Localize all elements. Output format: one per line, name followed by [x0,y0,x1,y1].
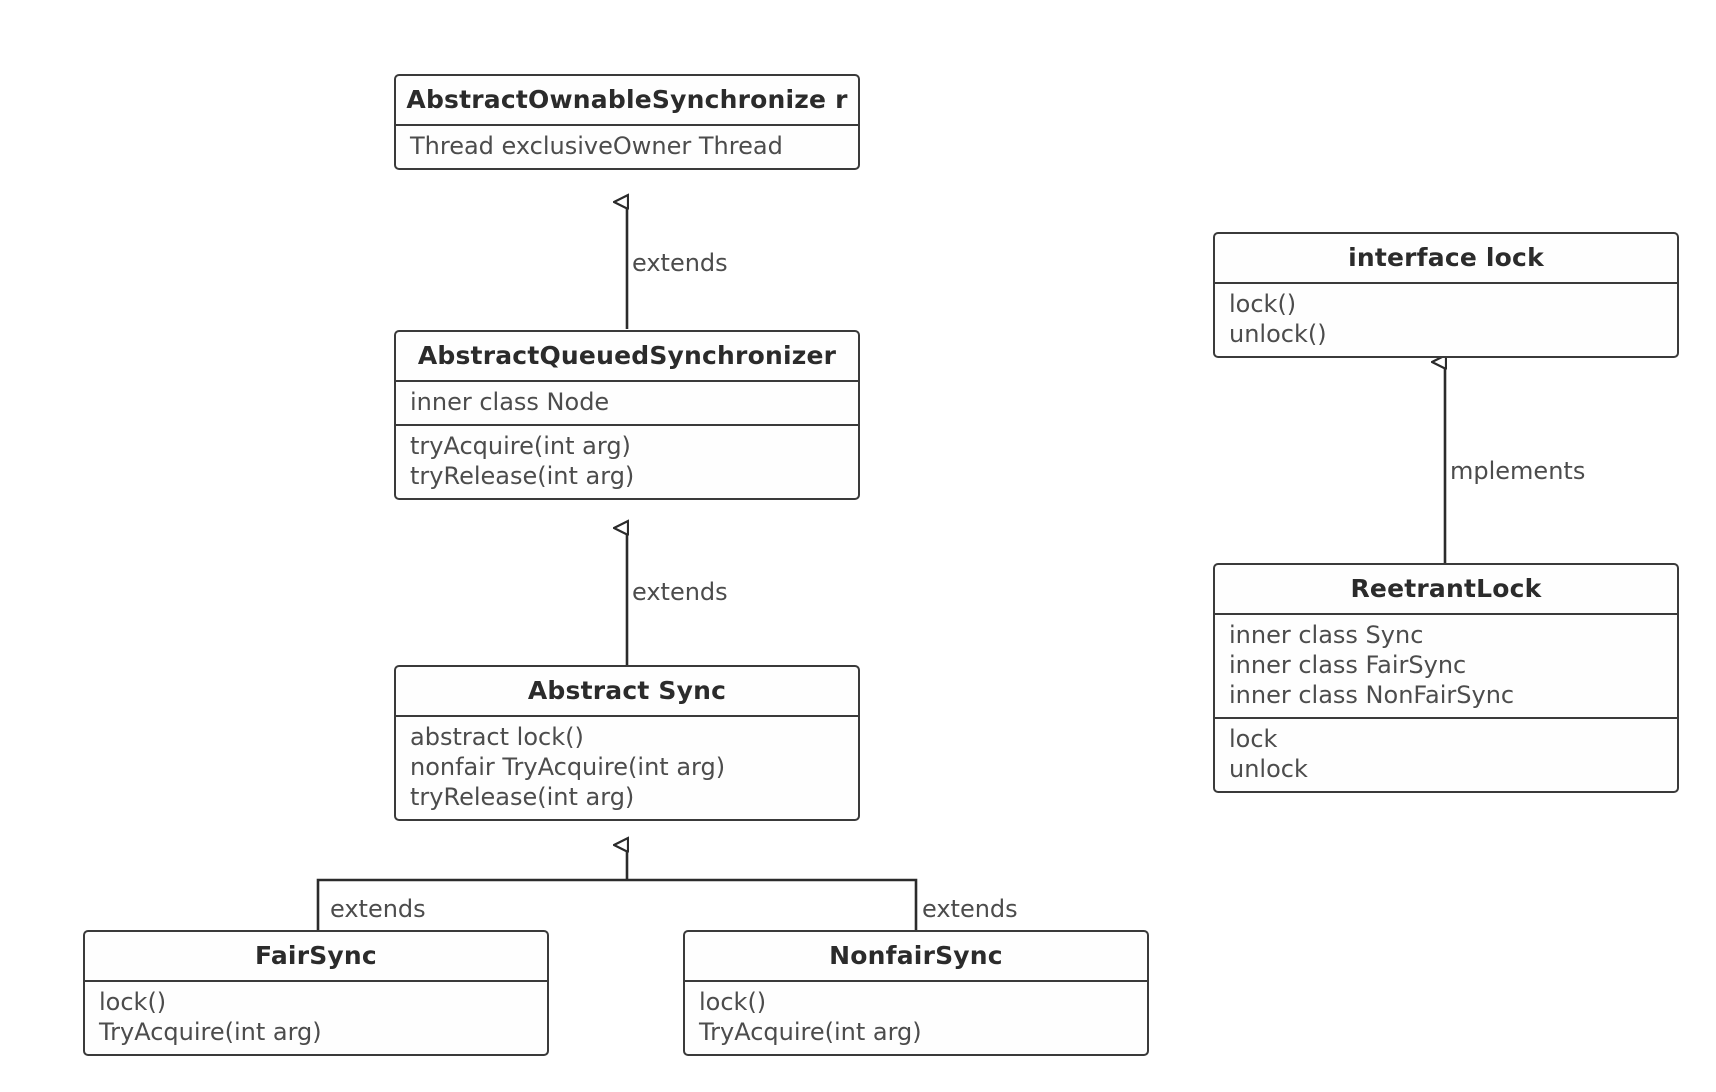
class-field: Thread exclusiveOwner Thread [410,132,783,160]
class-methods-compartment: lock() unlock() [1215,284,1677,356]
class-method: tryAcquire(int arg) [410,432,631,460]
class-method: TryAcquire(int arg) [99,1018,322,1046]
edge-label-extends-fairsync: extends [330,895,426,923]
class-method: lock [1229,725,1278,753]
class-method: unlock [1229,755,1308,783]
class-inner-compartment: inner class Sync inner class FairSync in… [1215,615,1677,719]
class-box-fair-sync[interactable]: FairSync lock() TryAcquire(int arg) [83,930,549,1056]
class-title: AbstractQueuedSynchronizer [396,332,858,382]
class-method: tryRelease(int arg) [410,783,635,811]
class-box-abstract-queued-synchronizer[interactable]: AbstractQueuedSynchronizer inner class N… [394,330,860,500]
edge-label-extends-aqs: extends [632,578,728,606]
class-inner-class: inner class FairSync [1229,651,1467,679]
class-methods-compartment: lock unlock [1215,719,1677,791]
class-methods-compartment: lock() TryAcquire(int arg) [85,982,547,1054]
class-method: tryRelease(int arg) [410,462,635,490]
class-title: NonfairSync [685,932,1147,982]
class-box-nonfair-sync[interactable]: NonfairSync lock() TryAcquire(int arg) [683,930,1149,1056]
edge-label-extends-aos: extends [632,249,728,277]
class-inner-class: inner class Node [410,388,610,416]
class-box-interface-lock[interactable]: interface lock lock() unlock() [1213,232,1679,358]
edge-label-implements-lock: mplements [1450,457,1586,485]
class-title: interface lock [1215,234,1677,284]
class-box-reentrant-lock[interactable]: ReetrantLock inner class Sync inner clas… [1213,563,1679,793]
class-title: Abstract Sync [396,667,858,717]
class-inner-class: inner class NonFairSync [1229,681,1515,709]
class-methods-compartment: abstract lock() nonfair TryAcquire(int a… [396,717,858,819]
class-method: lock() [1229,290,1297,318]
class-title: AbstractOwnableSynchronize r [396,76,858,126]
class-methods-compartment: tryAcquire(int arg) tryRelease(int arg) [396,426,858,498]
class-title: FairSync [85,932,547,982]
class-fields-compartment: Thread exclusiveOwner Thread [396,126,858,168]
class-method: lock() [699,988,767,1016]
edge-label-extends-nonfairsync: extends [922,895,1018,923]
class-methods-compartment: lock() TryAcquire(int arg) [685,982,1147,1054]
class-method: nonfair TryAcquire(int arg) [410,753,726,781]
class-box-abstract-ownable-synchronizer[interactable]: AbstractOwnableSynchronize r Thread excl… [394,74,860,170]
class-box-abstract-sync[interactable]: Abstract Sync abstract lock() nonfair Tr… [394,665,860,821]
class-method: abstract lock() [410,723,584,751]
class-method: TryAcquire(int arg) [699,1018,922,1046]
class-title: ReetrantLock [1215,565,1677,615]
class-method: lock() [99,988,167,1016]
class-inner-compartment: inner class Node [396,382,858,426]
class-method: unlock() [1229,320,1327,348]
class-inner-class: inner class Sync [1229,621,1424,649]
